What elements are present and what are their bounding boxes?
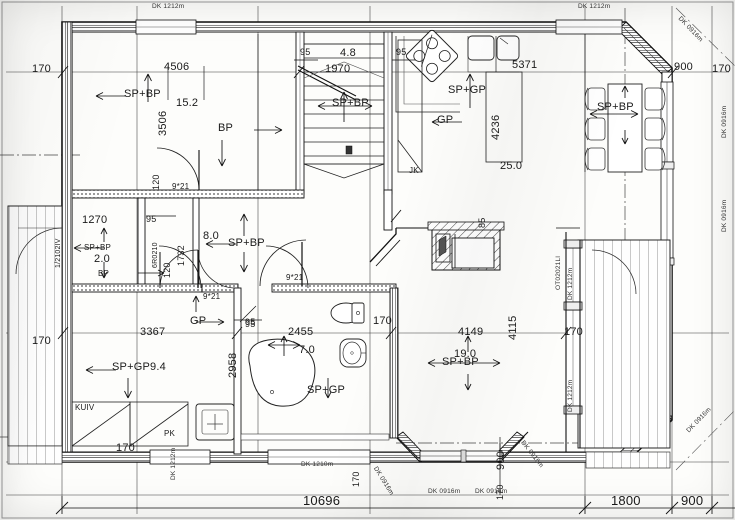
window-code-right-2: DK 0916m (721, 199, 728, 232)
dim-overall-right-b: 900 (681, 493, 704, 508)
dim-95-a: 95 (300, 47, 311, 57)
dim-wall-170-top-left: 170 (32, 63, 51, 75)
finish-bedroom-right: BP (218, 122, 234, 134)
finish-kitchen-left: GP (437, 114, 454, 126)
window-code-terrace-2: DK 1212m (567, 379, 574, 412)
dim-overall-right-a: 1800 (611, 493, 641, 508)
area-utility: 9.4 (150, 361, 166, 373)
dim-95-c: 95 (146, 214, 157, 224)
finish-bedroom-left: SP+BP (124, 88, 161, 100)
finish-bath-bottom: SP+GP (307, 384, 345, 396)
area-living: 19.0 (454, 348, 477, 360)
door-code-3: 9*21 (203, 292, 221, 301)
dim-900-bay: 900 (495, 451, 507, 470)
dim-wall-170-bath-right: 170 (373, 315, 392, 327)
area-kitchen: 25.0 (500, 160, 523, 172)
dim-170-dk-bottom: 170 (351, 471, 361, 487)
dim-wall-170-mid-left: 170 (32, 335, 51, 347)
dim-bath-width: 2455 (288, 326, 314, 338)
area-stair-hall: 4.8 (340, 47, 356, 59)
dim-wall-170-bottom-left: 170 (116, 442, 135, 454)
appliance-code-jk: JK (409, 166, 419, 175)
dim-stair-width: 1970 (325, 63, 351, 75)
finish-dining: SP+BP (597, 101, 634, 113)
dim-kitchen-height: 4236 (490, 114, 502, 140)
finish-entry-hall: SP+BP (228, 237, 265, 249)
area-entry-hall: 8.0 (203, 230, 219, 242)
dim-utility-width: 3367 (140, 326, 166, 338)
finish-stair-hall: SP+BP (332, 97, 369, 109)
dim-85: 85 (477, 217, 487, 228)
window-code-terrace-1: DK 1212m (567, 267, 574, 300)
dim-1732: 1732 (176, 245, 186, 266)
dim-living-height: 4115 (507, 315, 519, 340)
closet-label-kuiv: KUIV (75, 403, 95, 412)
window-code-top-right: DK 1212m (578, 3, 611, 10)
dim-95-e: 95 (245, 317, 256, 327)
dim-kitchen-width: 5371 (512, 59, 538, 71)
dim-95-b: 95 (396, 47, 407, 57)
finish-kitchen-top: SP+GP (448, 84, 486, 96)
window-code-bot-left: DK 1212m (170, 447, 177, 480)
closet-label-pk: PK (164, 429, 176, 438)
dim-900-top-right: 900 (674, 61, 693, 73)
dim-utility-height: 2958 (227, 352, 239, 378)
dim-wall-170-terrace-right: 170 (564, 326, 583, 338)
dim-living-width: 4149 (458, 326, 484, 338)
door-code-2: 9*21 (286, 273, 304, 282)
dim-120-a: 120 (151, 174, 161, 190)
window-code-bay-b2: DK 0916m (475, 488, 508, 495)
dim-120-b: 120 (162, 262, 172, 278)
finish-vestibule-bottom: BP (98, 269, 110, 278)
window-code-right-1: DK 0916m (721, 105, 728, 138)
door-code-5: 1/2102IV (55, 238, 62, 268)
area-bathroom: 7.0 (299, 344, 315, 356)
door-code-1: 9*21 (172, 182, 190, 191)
finish-vestibule-left: SP+BP (84, 243, 112, 252)
dim-vestibule-width: 1270 (82, 214, 108, 226)
door-code-4: 6R0210 (152, 242, 159, 268)
area-bedroom: 15.2 (176, 97, 199, 109)
finish-living: SP+BP (442, 356, 479, 368)
dim-bedroom-height: 3506 (157, 110, 169, 136)
window-code-bay-b1: DK 0916m (428, 488, 461, 495)
finish-utility-gp: GP (190, 315, 207, 327)
dim-wall-170-top-right: 170 (712, 63, 731, 75)
area-vestibule: 2.0 (94, 253, 110, 265)
dim-95-d: 95 (245, 319, 256, 329)
door-code-terrace: OT02021Ll (555, 256, 562, 290)
window-code-top-left: DK 1212m (152, 3, 185, 10)
dim-overall-main: 10696 (303, 493, 341, 508)
dim-bedroom-width: 4506 (164, 61, 190, 73)
window-code-bot-mid: DK 1210m (301, 461, 334, 468)
finish-utility: SP+GP (112, 361, 150, 373)
